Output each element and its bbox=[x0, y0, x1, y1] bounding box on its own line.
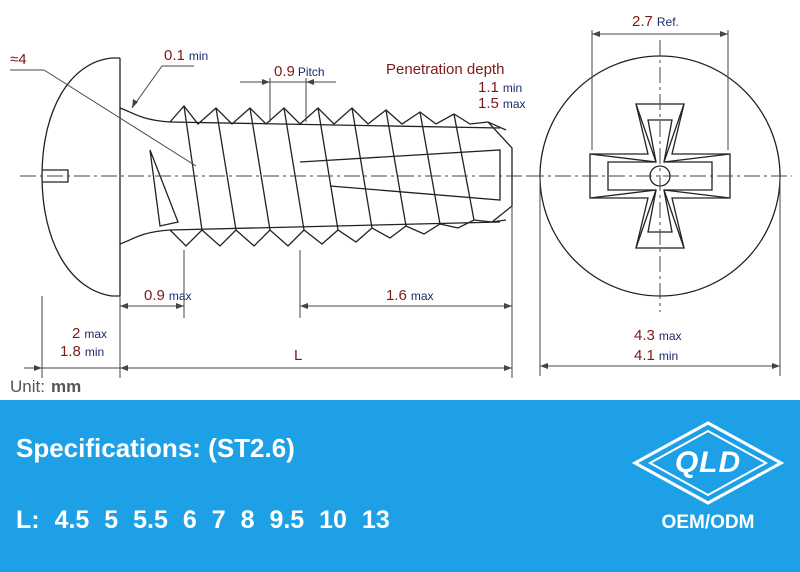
diamond-logo-icon bbox=[632, 421, 784, 505]
length-value: 9.5 bbox=[269, 506, 305, 534]
head-angle-label: ≈4 bbox=[10, 51, 27, 68]
screw-side-view bbox=[41, 57, 513, 297]
qld-logo: QLD bbox=[632, 420, 784, 506]
length-value: 10 bbox=[319, 506, 347, 534]
unit-label: Unit:mm bbox=[10, 377, 81, 396]
length-value: 4.5 bbox=[54, 506, 90, 534]
length-value: 6 bbox=[182, 506, 197, 534]
length-value: 8 bbox=[240, 506, 255, 534]
length-label: L bbox=[294, 347, 302, 364]
penetration-title: Penetration depth bbox=[386, 61, 504, 78]
length-value: 7 bbox=[211, 506, 226, 534]
length-prefix: L: bbox=[16, 506, 40, 534]
length-value: 13 bbox=[361, 506, 390, 534]
specifications-title: Specifications: (ST2.6) bbox=[16, 433, 295, 463]
logo-text: QLD bbox=[674, 446, 742, 479]
dimension-lines bbox=[10, 30, 781, 378]
length-value: 5.5 bbox=[133, 506, 168, 534]
length-options: L: 4.5 5 5.5 6 7 8 9.5 10 13 bbox=[16, 506, 390, 535]
oem-odm-tagline: OEM/ODM bbox=[661, 512, 755, 533]
specifications-banner: Specifications: (ST2.6) L: 4.5 5 5.5 6 7… bbox=[0, 400, 800, 572]
length-value: 5 bbox=[104, 506, 119, 534]
